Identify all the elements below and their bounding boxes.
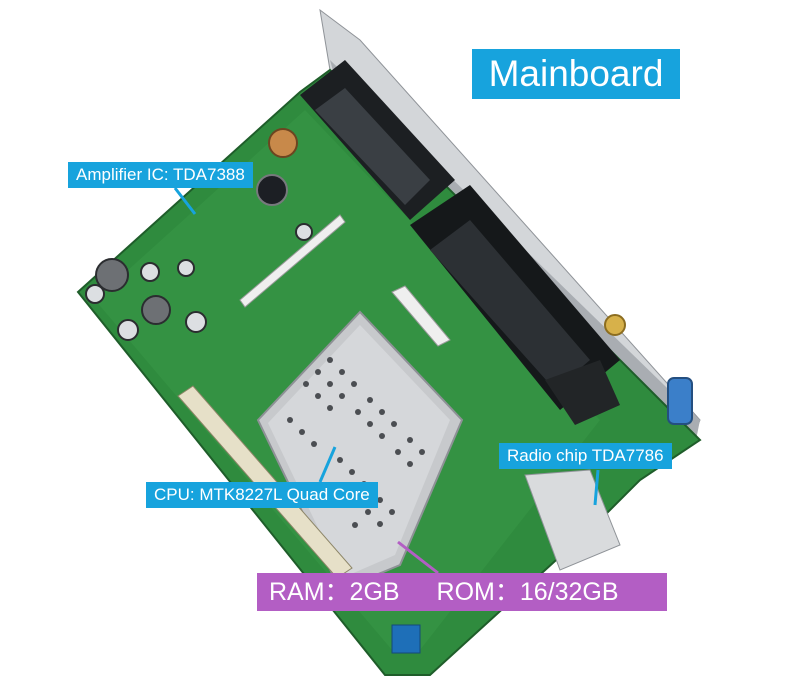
title-label: Mainboard	[472, 49, 680, 99]
capacitors	[85, 128, 313, 341]
cpu-callout: CPU: MTK8227L Quad Core	[146, 482, 378, 508]
rom-text: ROM：16/32GB	[436, 578, 619, 606]
callout-line-memory	[397, 540, 439, 575]
ram-text: RAM：2GB	[269, 578, 400, 606]
callout-lines	[173, 187, 600, 506]
memory-callout: RAM：2GB ROM：16/32GB	[257, 573, 667, 611]
radio-chip-callout: Radio chip TDA7786	[499, 443, 672, 469]
connector-blocks	[300, 60, 620, 425]
shield-holes	[287, 357, 425, 528]
amplifier-callout: Amplifier IC: TDA7388	[68, 162, 253, 188]
antenna-connectors	[604, 314, 693, 425]
